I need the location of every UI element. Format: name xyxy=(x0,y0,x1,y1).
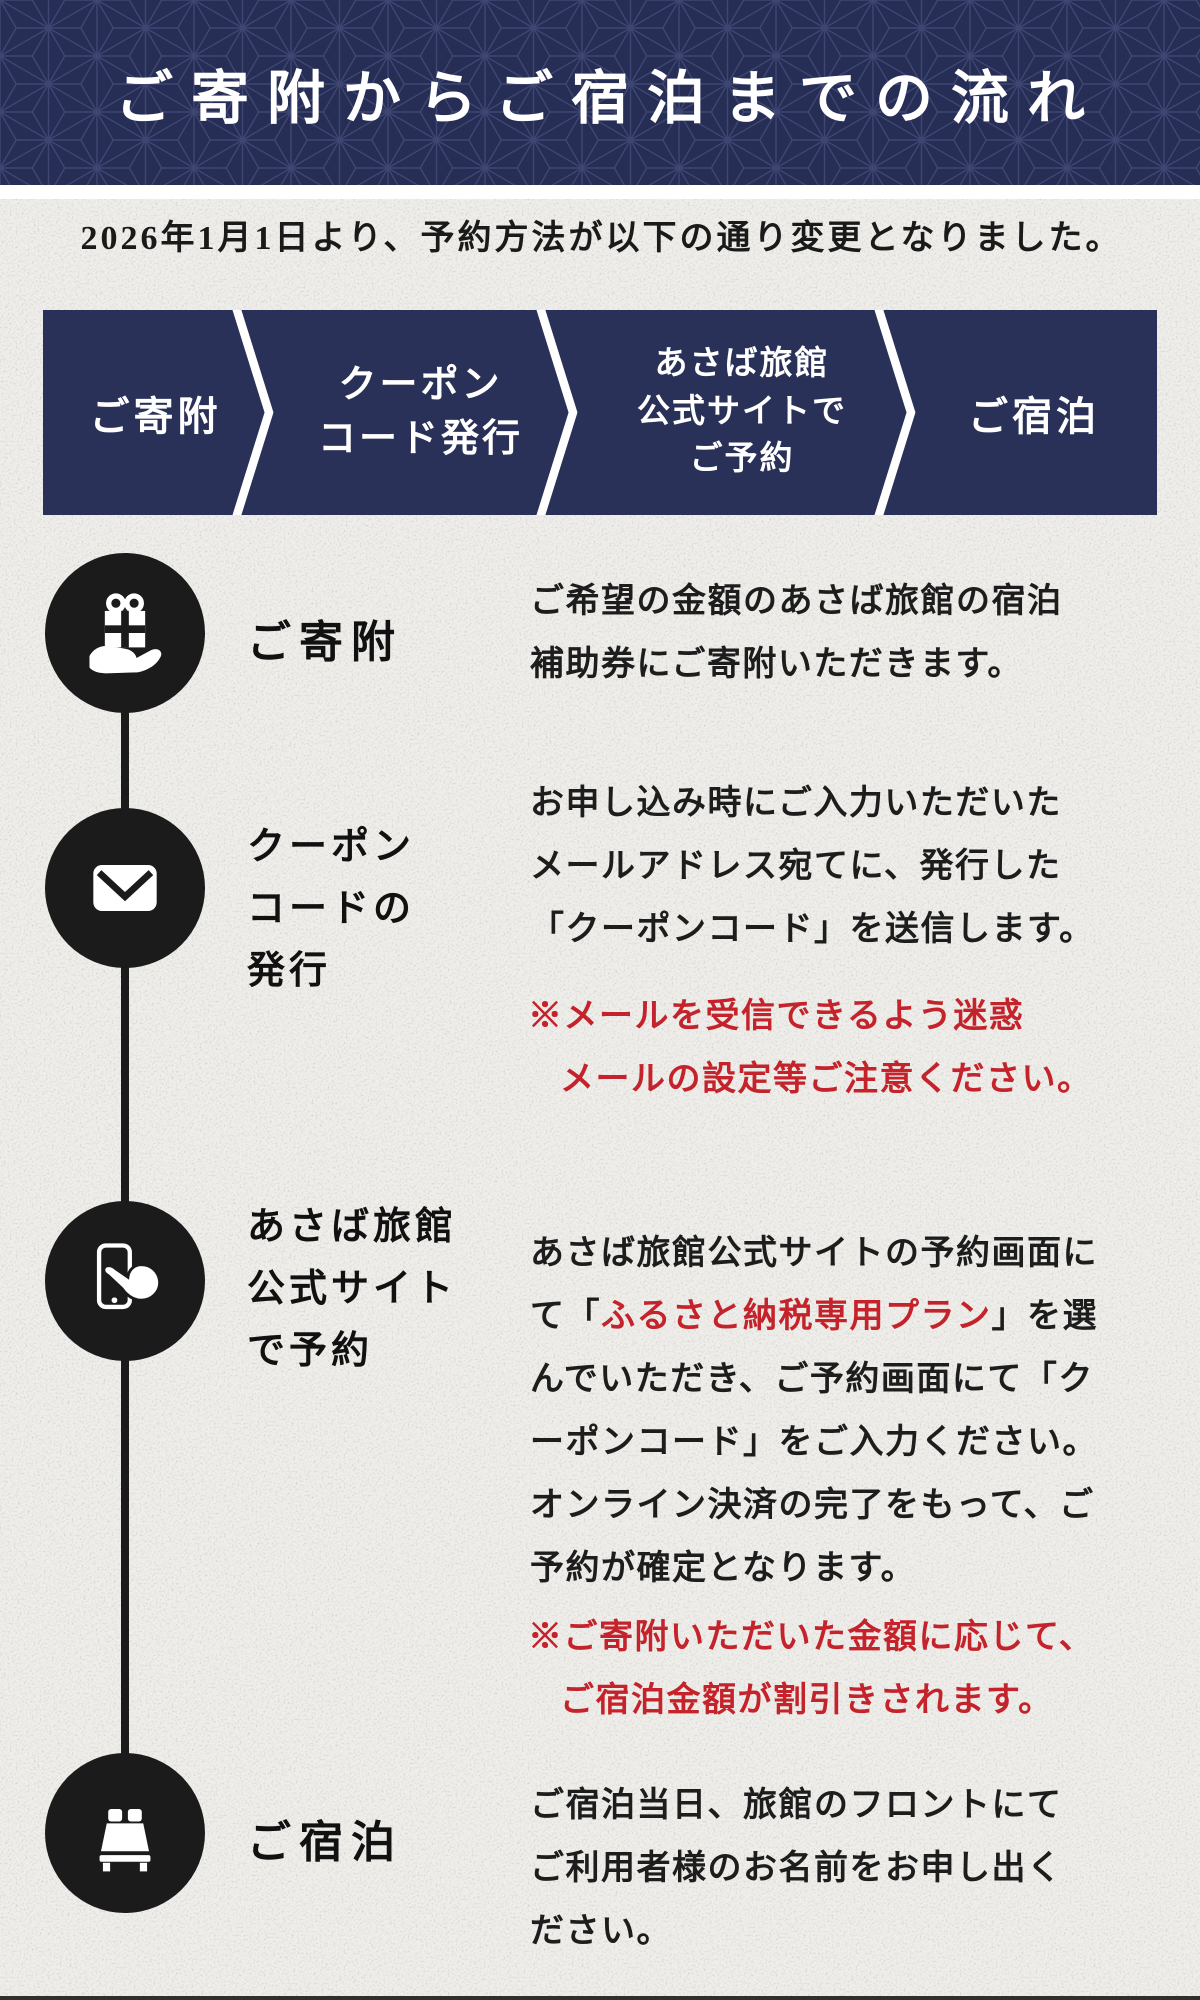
flow-step-label: コード発行 xyxy=(317,417,523,460)
chevron-divider-1 xyxy=(232,310,274,515)
bed-icon xyxy=(77,1785,173,1881)
desc-segment: て「 xyxy=(530,1298,601,1335)
page-title: ご寄附からご宿泊までの流れ xyxy=(114,65,1103,131)
gift-in-hand-icon xyxy=(77,585,173,681)
title-line: で予約 xyxy=(247,1330,374,1372)
flow-step-stay: ご宿泊 xyxy=(911,310,1157,515)
chevron-divider-3 xyxy=(874,310,916,515)
step-desc-donation: ご希望の金額のあさば旅館の宿泊 補助券にご寄附いただきます。 xyxy=(530,570,1175,696)
flow-step-label: ご予約 xyxy=(689,441,795,478)
intro-text: 2026年1月1日より、予約方法が以下の通り変更となりました。 xyxy=(80,220,1123,257)
title-line: コードの xyxy=(247,888,416,930)
desc-line: ご希望の金額のあさば旅館の宿泊 xyxy=(530,583,1063,620)
flow-step-reserve: あさば旅館 公式サイトで ご予約 xyxy=(573,310,911,515)
desc-line: 予約が確定となります。 xyxy=(530,1550,917,1587)
desc-segment: 」を選 xyxy=(991,1298,1098,1335)
note-line: ※メールを受信できるよう迷惑 xyxy=(528,998,1025,1035)
bottom-edge xyxy=(0,1996,1200,2000)
flow-step-label: ご寄附 xyxy=(89,393,222,439)
desc-line: あさば旅館公式サイトの予約画面に xyxy=(530,1235,1098,1272)
flow-step-donation: ご寄附 xyxy=(43,310,268,515)
step-desc-coupon: お申し込み時にご入力いただいた メールアドレス宛てに、発行した 「クーポンコード… xyxy=(530,772,1175,961)
desc-line: ださい。 xyxy=(530,1913,672,1950)
desc-line: て「ふるさと納税専用プラン」を選 xyxy=(530,1285,1175,1348)
chevron-divider-2 xyxy=(536,310,578,515)
desc-line: んでいただき、ご予約画面にて「ク xyxy=(530,1361,1094,1398)
flow-bar: ご寄附 クーポン コード発行 あさば旅館 公式サイトで ご予約 ご宿泊 xyxy=(43,310,1157,515)
note-line: メールの設定等ご注意ください。 xyxy=(560,1061,1093,1098)
step-desc-reserve: あさば旅館公式サイトの予約画面に て「ふるさと納税専用プラン」を選 んでいただき… xyxy=(530,1222,1175,1600)
desc-line: メールアドレス宛てに、発行した xyxy=(530,848,1062,885)
asanoha-pattern xyxy=(0,0,1200,185)
step-desc-stay: ご宿泊当日、旅館のフロントにて ご利用者様のお名前をお申し出く ださい。 xyxy=(530,1774,1175,1963)
desc-line: ご宿泊当日、旅館のフロントにて xyxy=(530,1787,1063,1824)
flow-bar-shape xyxy=(43,310,1157,515)
timeline-node-stay xyxy=(45,1753,205,1913)
title-line: クーポン xyxy=(247,826,416,868)
title-line: 公式サイト xyxy=(247,1268,458,1310)
title-line: あさば旅館 xyxy=(247,1206,458,1248)
desc-line: オンライン決済の完了をもって、ご xyxy=(530,1487,1095,1524)
desc-line: お申し込み時にご入力いただいた xyxy=(530,785,1062,822)
desc-line: 「クーポンコード」を送信します。 xyxy=(530,911,1095,948)
note-line: ご宿泊金額が割引きされます。 xyxy=(560,1682,1054,1719)
desc-line: ご利用者様のお名前をお申し出く xyxy=(530,1850,1063,1887)
timeline-node-reserve xyxy=(45,1201,205,1361)
title-line: 発行 xyxy=(247,950,332,992)
flow-step-label: クーポン xyxy=(338,363,503,406)
flow-step-label: 公式サイトで xyxy=(637,393,847,430)
step-note-coupon: ※メールを受信できるよう迷惑 メールの設定等ご注意ください。 xyxy=(528,985,1173,1111)
note-line: ※ご寄附いただいた金額に応じて、 xyxy=(528,1619,1095,1656)
desc-line: 補助券にご寄附いただきます。 xyxy=(530,646,1023,683)
header-banner: ご寄附からご宿泊までの流れ xyxy=(0,0,1200,185)
envelope-icon xyxy=(77,840,173,936)
timeline-node-donation xyxy=(45,553,205,713)
header-divider xyxy=(0,185,1200,199)
desc-segment-highlight: ふるさと納税専用プラン xyxy=(601,1298,992,1335)
step-title-stay: ご宿泊 xyxy=(247,1818,403,1867)
flow-step-coupon: クーポン コード発行 xyxy=(268,310,573,515)
step-title-donation: ご寄附 xyxy=(247,618,403,667)
step-title-reserve: あさば旅館 公式サイト で予約 xyxy=(247,1196,457,1382)
smartphone-tap-icon xyxy=(77,1233,173,1329)
desc-line: ーポンコード」をご入力ください。 xyxy=(530,1424,1098,1461)
timeline-node-coupon xyxy=(45,808,205,968)
flow-step-label: あさば旅館 xyxy=(654,345,830,382)
step-title-coupon: クーポン コードの 発行 xyxy=(247,816,415,1002)
step-note-reserve: ※ご寄附いただいた金額に応じて、 ご宿泊金額が割引きされます。 xyxy=(528,1606,1173,1732)
flow-step-label: ご宿泊 xyxy=(968,393,1100,439)
